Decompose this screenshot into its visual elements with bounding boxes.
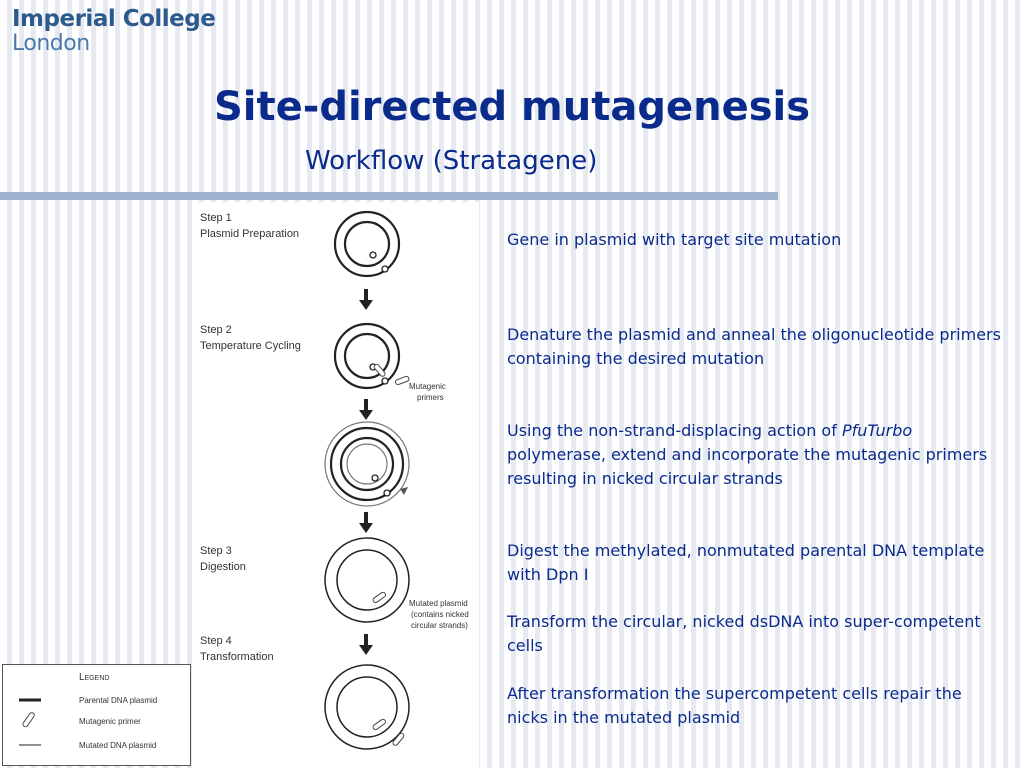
description-5: Transform the circular, nicked dsDNA int… <box>507 612 981 655</box>
slide-title: Site-directed mutagenesis <box>213 84 811 130</box>
step2-label: Step 2 <box>200 324 232 336</box>
imperial-college-logo: Imperial College London <box>12 6 216 56</box>
legend-item-parental: Parental DNA plasmid <box>79 696 157 705</box>
figure-legend: Legend Parental DNA plasmid Mutagenic pr… <box>2 664 191 766</box>
mutated-plasmid-label-3: circular strands) <box>411 621 468 630</box>
title-divider <box>0 192 778 200</box>
mutagenic-primers-label-2: primers <box>417 393 444 402</box>
description-3: Using the non-strand-displacing action o… <box>507 419 1002 491</box>
legend-item-mutated: Mutated DNA plasmid <box>79 741 156 750</box>
description-2: Denature the plasmid and anneal the olig… <box>507 325 1001 368</box>
slide-subtitle: Workflow (Stratagene) <box>305 146 598 176</box>
mutated-plasmid-label-2: (contains nicked <box>411 610 469 619</box>
description-4: Digest the methylated, nonmutated parent… <box>507 541 985 584</box>
step2-name: Temperature Cycling <box>200 340 301 352</box>
legend-title: Legend <box>79 672 109 683</box>
down-arrow-icon <box>359 399 373 420</box>
logo-line-2: London <box>12 31 90 56</box>
step1-name: Plasmid Preparation <box>200 228 299 240</box>
legend-item-primer: Mutagenic primer <box>79 717 141 726</box>
plasmid-4 <box>324 537 410 623</box>
description-3-post: polymerase, extend and incorporate the m… <box>507 445 988 488</box>
plasmid-1 <box>333 210 401 278</box>
step1-label: Step 1 <box>200 212 232 224</box>
down-arrow-icon <box>359 634 373 655</box>
description-1: Gene in plasmid with target site mutatio… <box>507 230 842 249</box>
mutagenic-primer-legend-icon <box>22 712 35 728</box>
workflow-diagram: Step 1 Plasmid Preparation Step 2 Temper… <box>200 210 469 750</box>
step3-name: Digestion <box>200 561 246 573</box>
description-3-emphasis: PfuTurbo <box>841 421 913 440</box>
down-arrow-icon <box>359 289 373 310</box>
description-3-pre: Using the non-strand-displacing action o… <box>507 421 842 440</box>
plasmid-5 <box>324 664 410 750</box>
step4-label: Step 4 <box>200 635 232 647</box>
plasmid-2 <box>333 322 410 390</box>
logo-line-1: Imperial College <box>12 6 216 32</box>
mutated-plasmid-label-1: Mutated plasmid <box>409 599 468 608</box>
step3-label: Step 3 <box>200 545 232 557</box>
down-arrow-icon <box>359 512 373 533</box>
description-6: After transformation the supercompetent … <box>507 684 962 727</box>
step4-name: Transformation <box>200 651 274 663</box>
workflow-figure: Step 1 Plasmid Preparation Step 2 Temper… <box>195 202 479 768</box>
legend-diagram: Legend Parental DNA plasmid Mutagenic pr… <box>19 672 157 750</box>
plasmid-3 <box>324 421 410 507</box>
mutagenic-primers-label-1: Mutagenic <box>409 382 446 391</box>
